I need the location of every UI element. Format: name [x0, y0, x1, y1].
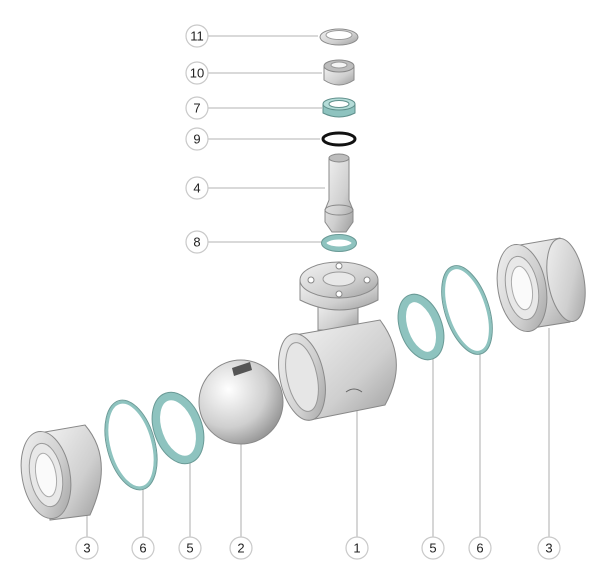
callout-9: 9: [185, 127, 209, 151]
part-6-o-ring-left: [104, 399, 158, 491]
leader-lines: [86, 35, 550, 537]
part-7-packing-ring: [322, 97, 356, 118]
callout-3-left: 3: [75, 536, 99, 560]
callout-number: 3: [83, 541, 90, 556]
callout-number: 5: [429, 541, 436, 556]
callout-number: 6: [476, 541, 483, 556]
callout-7: 7: [185, 96, 209, 120]
part-2-ball: [198, 359, 284, 445]
callout-number: 8: [193, 235, 200, 250]
callout-number: 9: [193, 132, 200, 147]
callout-8: 8: [185, 230, 209, 254]
callout-number: 11: [190, 29, 204, 44]
callout-number: 6: [139, 541, 146, 556]
part-11-lock-ring: [319, 28, 359, 46]
part-5-seat-left: [151, 391, 205, 465]
stem-callouts: 11 10 7 9 4 8: [185, 24, 209, 254]
part-6-o-ring-right: [441, 265, 493, 355]
part-9-o-ring: [321, 131, 357, 147]
callout-2: 2: [229, 536, 253, 560]
callout-4: 4: [185, 176, 209, 200]
part-10-gland-nut: [323, 59, 355, 86]
part-3-end-connector-left: [20, 424, 102, 521]
callout-3-right: 3: [537, 536, 561, 560]
part-1-valve-body: [278, 261, 397, 421]
callout-5-right: 5: [421, 536, 445, 560]
callout-number: 4: [193, 181, 200, 196]
callout-number: 1: [353, 541, 360, 556]
part-8-stem-seal: [321, 234, 357, 252]
callout-10: 10: [185, 61, 209, 85]
callout-number: 10: [190, 66, 204, 81]
callout-6-left: 6: [131, 536, 155, 560]
bottom-callouts: 3 6 5 2 1 5 6 3: [75, 536, 561, 560]
part-3-end-connector-right: [496, 237, 586, 333]
callout-6-right: 6: [468, 536, 492, 560]
part-5-seat-right: [397, 293, 445, 361]
callout-5-left: 5: [178, 536, 202, 560]
callout-number: 5: [186, 541, 193, 556]
part-4-stem: [324, 153, 354, 233]
callout-number: 7: [193, 101, 200, 116]
callout-number: 2: [237, 541, 244, 556]
callout-1: 1: [345, 536, 369, 560]
callout-number: 3: [545, 541, 552, 556]
callout-11: 11: [185, 24, 209, 48]
